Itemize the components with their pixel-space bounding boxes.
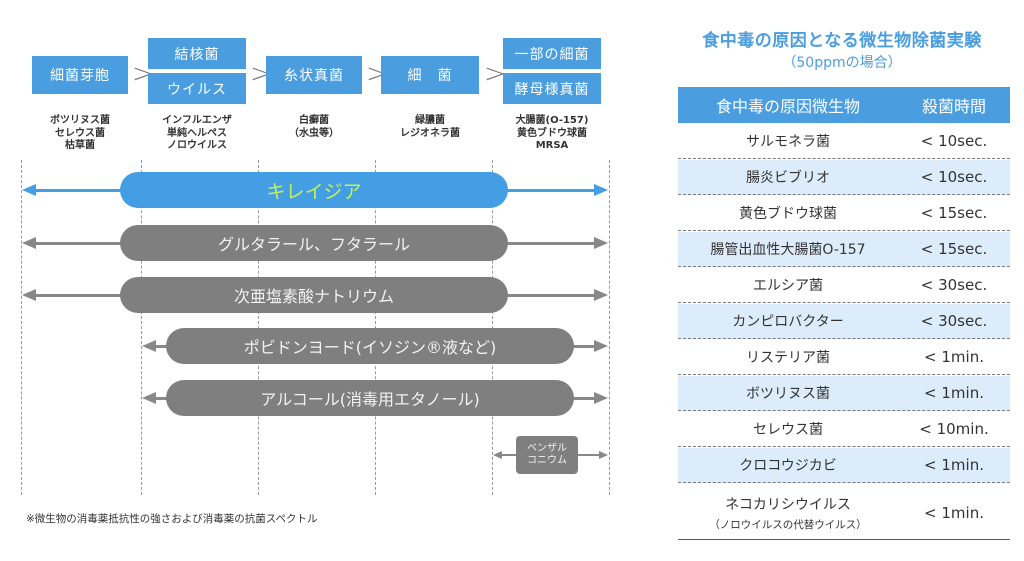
example-item: 緑膿菌 (415, 115, 445, 126)
cell-time: < 30sec. (920, 312, 988, 330)
table-row: セレウス菌 < 10min. (678, 412, 1010, 447)
table-row: 腸炎ビブリオ < 10sec. (678, 160, 1010, 195)
arrow-left-icon (22, 237, 36, 249)
cell-time: < 1min. (924, 456, 984, 474)
cell-organism: 腸管出血性大腸菌O-157 (710, 242, 866, 258)
table-header: 食中毒の原因微生物 殺菌時間 (678, 87, 1010, 123)
table-row: 腸管出血性大腸菌O-157 < 15sec. (678, 232, 1010, 267)
disinfectant-bar-hypochlorite: 次亜塩素酸ナトリウム (120, 277, 508, 313)
example-item: 枯草菌 (65, 140, 95, 151)
cell-organism: リステリア菌 (746, 350, 830, 366)
arrow-right-icon (599, 451, 608, 459)
arrow-left-icon (142, 340, 156, 352)
example-item: レジオネラ菌 (400, 127, 460, 139)
cell-organism: サルモネラ菌 (746, 134, 830, 150)
example-item: セレウス菌 (55, 127, 105, 139)
cell-time: < 1min. (924, 348, 984, 366)
examples-fungi: 白癬菌 （水虫等） (264, 115, 364, 140)
arrow-left-icon (493, 451, 502, 459)
cell-time: < 10sec. (920, 168, 988, 186)
guide-line (141, 160, 142, 495)
disinfectant-bar-povidone: ポビドンヨード(イソジン®液など) (166, 328, 574, 364)
table-row: ネコカリシウイルス （ノロウイルスの代替ウイルス） < 1min. (678, 486, 1010, 540)
category-box-bacteria: 細 菌 (381, 56, 479, 94)
cell-time: < 1min. (924, 384, 984, 402)
benzalkonium-line: コニウム (527, 455, 567, 466)
arrow-right-icon (594, 392, 608, 404)
organism-note: （ノロウイルスの代替ウイルス） (709, 518, 867, 531)
cell-time: < 15sec. (920, 204, 988, 222)
category-box-virus: ウイルス (148, 73, 246, 104)
examples-bacterial-spores: ボツリヌス菌 セレウス菌 枯草菌 (30, 115, 130, 153)
guide-line (609, 160, 610, 495)
arrow-left-icon (22, 289, 36, 301)
table-row: ボツリヌス菌 < 1min. (678, 376, 1010, 411)
arrow-right-icon (594, 237, 608, 249)
guide-line (375, 160, 376, 495)
examples-virus: インフルエンザ 単純ヘルペス ノロウイルス (146, 115, 248, 153)
cell-time: < 15sec. (920, 240, 988, 258)
guide-line (21, 160, 22, 495)
guide-line (492, 160, 493, 495)
example-item: MRSA (535, 140, 569, 151)
cell-time: < 1min. (924, 503, 984, 522)
cell-organism: 黄色ブドウ球菌 (739, 206, 837, 222)
cell-organism: エルシア菌 (753, 278, 823, 294)
disinfectant-bar-kireijia: キレイジア (120, 172, 508, 208)
table-title: 食中毒の原因となる微生物除菌実験 (702, 31, 982, 51)
header-sterilization-time: 殺菌時間 (921, 97, 986, 116)
table-subtitle: （50ppmの場合） (782, 55, 902, 71)
example-item: 白癬菌 (299, 115, 329, 126)
arrow-right-icon (594, 289, 608, 301)
cell-organism: ボツリヌス菌 (746, 386, 830, 402)
arrow-left-icon (142, 392, 156, 404)
example-item: （水虫等） (289, 127, 339, 139)
cell-organism: クロコウジカビ (739, 458, 837, 474)
separator-gt: > (484, 59, 506, 89)
header-organism: 食中毒の原因微生物 (715, 97, 860, 116)
table-row: クロコウジカビ < 1min. (678, 448, 1010, 483)
arrow-left-icon (22, 184, 36, 196)
example-item: 大腸菌(O-157) (515, 115, 589, 126)
examples-bacteria: 緑膿菌 レジオネラ菌 (380, 115, 480, 140)
example-item: インフルエンザ (162, 115, 232, 126)
category-box-some-bacteria: 一部の細菌 (503, 38, 601, 69)
example-item: 黄色ブドウ球菌 (517, 127, 587, 139)
guide-line (258, 160, 259, 495)
table-row: サルモネラ菌 < 10sec. (678, 124, 1010, 159)
examples-some-bacteria: 大腸菌(O-157) 黄色ブドウ球菌 MRSA (500, 115, 604, 153)
table-row: リステリア菌 < 1min. (678, 340, 1010, 375)
cell-organism: セレウス菌 (753, 422, 823, 438)
cell-time: < 10min. (919, 420, 989, 438)
organism-name: ネコカリシウイルス (725, 496, 851, 513)
disinfectant-box-benzalkonium: ベンザル コニウム (516, 436, 578, 474)
table-row: エルシア菌 < 30sec. (678, 268, 1010, 303)
category-box-filamentous-fungi: 糸状真菌 (266, 56, 362, 94)
disinfectant-bar-alcohol: アルコール(消毒用エタノール) (166, 380, 574, 416)
arrow-right-icon (594, 184, 608, 196)
category-box-tuberculosis: 結核菌 (148, 38, 246, 69)
cell-organism: ネコカリシウイルス （ノロウイルスの代替ウイルス） (678, 494, 898, 532)
example-item: ノロウイルス (167, 140, 227, 151)
arrow-right-icon (594, 340, 608, 352)
benzalkonium-line: ベンザル (527, 443, 567, 454)
category-box-yeast-fungi: 酵母様真菌 (503, 73, 601, 104)
cell-organism: カンピロバクター (732, 314, 844, 330)
category-box-bacterial-spores: 細菌芽胞 (32, 56, 128, 94)
example-item: ボツリヌス菌 (50, 115, 110, 126)
table-row: カンピロバクター < 30sec. (678, 304, 1010, 339)
cell-organism: 腸炎ビブリオ (746, 170, 830, 186)
table-row: 黄色ブドウ球菌 < 15sec. (678, 196, 1010, 231)
example-item: 単純ヘルペス (167, 127, 227, 139)
cell-time: < 30sec. (920, 276, 988, 294)
cell-time: < 10sec. (920, 132, 988, 150)
disinfectant-bar-glutaral: グルタラール、フタラール (120, 225, 508, 261)
footnote: ※微生物の消毒薬抵抗性の強さおよび消毒薬の抗菌スペクトル (26, 513, 318, 525)
